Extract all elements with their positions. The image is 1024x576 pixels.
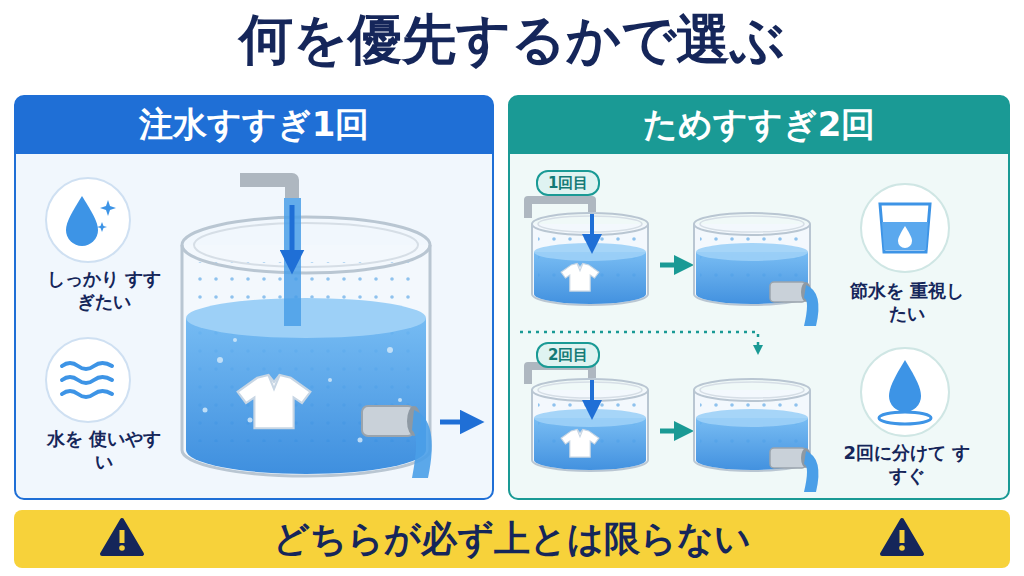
icon-cup xyxy=(861,184,949,272)
icon-drop-sparkle xyxy=(46,178,130,262)
option-panel: 注水すすぎ1回しっかり すすぎたい水を 使いやすい xyxy=(14,95,494,500)
icon-label: しっかり すすぎたい xyxy=(42,267,166,314)
node-text: しっかり すすぎたい xyxy=(42,267,166,314)
rinse-tank-small xyxy=(528,200,818,492)
panel-ground xyxy=(15,96,1009,499)
node-text: 2回に分けて すすぐ xyxy=(842,441,972,488)
icon-label: 水を 使いやすい xyxy=(42,427,166,474)
band-ground xyxy=(14,510,1010,568)
step-pill: 2回目 xyxy=(536,342,600,368)
header-bar: ためすすぎ2回 xyxy=(509,96,1009,154)
warning-band: どちらが必ず上とは限らない xyxy=(14,510,1010,568)
node-text: 2回目 xyxy=(548,346,588,364)
node-text: どちらが必ず上とは限らない xyxy=(273,519,751,559)
node-text: ためすすぎ2回 xyxy=(643,106,876,143)
rinse-tank-large xyxy=(182,180,472,478)
icon-label: 2回に分けて すすぐ xyxy=(842,441,972,488)
node-text: 水を 使いやすい xyxy=(42,427,166,474)
step-pill: 1回目 xyxy=(536,170,600,196)
page-title: 何を優先するかで選ぶ xyxy=(0,8,1024,73)
node-text: 節水を 重視したい xyxy=(842,279,972,326)
icon-waves xyxy=(46,338,130,422)
icon-label: 節水を 重視したい xyxy=(842,279,972,326)
icon-drop-ripple xyxy=(861,348,949,436)
node-text: 注水すすぎ1回 xyxy=(139,106,370,143)
header-bar: 注水すすぎ1回 xyxy=(15,96,493,154)
node-text: 1回目 xyxy=(548,174,588,192)
option-panel: ためすすぎ2回 1回目 2回目 節水を 重視したい 2回に分けて すすぐ xyxy=(508,95,1010,500)
